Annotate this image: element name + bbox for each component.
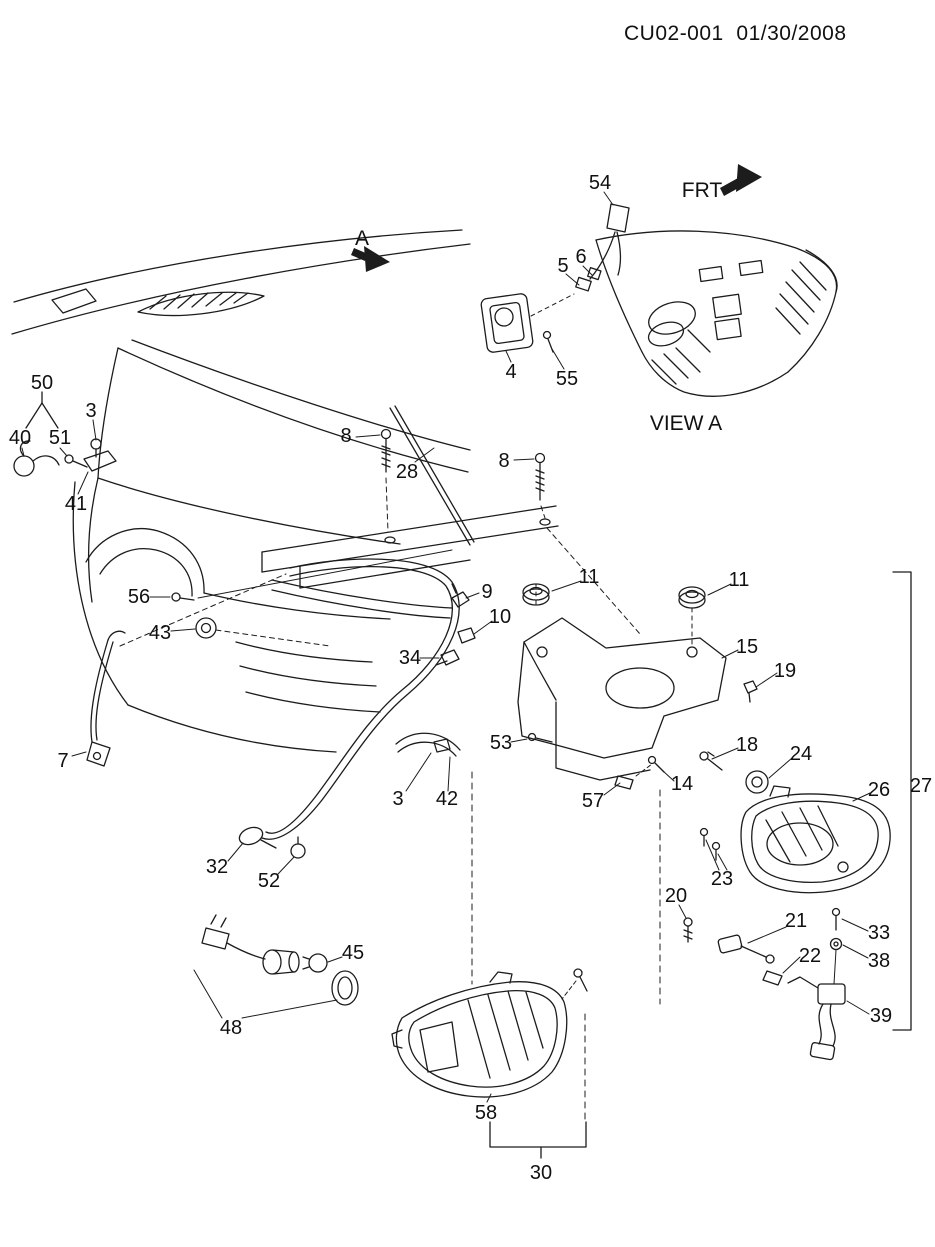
hood-release-cable	[261, 558, 461, 840]
part-callout-30: 30	[529, 1162, 553, 1184]
assembly-guides	[471, 771, 661, 1121]
part-callout-56: 56	[127, 586, 151, 608]
clip-9	[451, 583, 470, 608]
clip-10	[457, 627, 476, 644]
part-callout-8: 8	[340, 425, 352, 447]
clip-19	[743, 680, 758, 703]
bracket-15	[517, 583, 727, 781]
grommet-43	[195, 617, 331, 647]
view-a-label: VIEW A	[649, 412, 723, 435]
harness-39	[787, 949, 846, 1061]
socket-48	[201, 914, 359, 1006]
part-callout-57: 57	[581, 790, 605, 812]
clip-34	[435, 649, 460, 666]
part-callout-51: 51	[48, 427, 72, 449]
nut-11-right	[678, 586, 706, 609]
clip-57	[614, 763, 653, 790]
adjuster-21	[717, 934, 775, 964]
part-callout-45: 45	[341, 942, 365, 964]
bracket-27	[892, 571, 912, 1031]
bolt-8-right	[534, 452, 641, 635]
detail-a-label: A	[354, 227, 370, 250]
part-callout-50: 50	[30, 372, 54, 394]
part-callout-5: 5	[557, 255, 569, 277]
part-callout-58: 58	[474, 1102, 498, 1124]
screws-23	[699, 827, 721, 861]
part-callout-14: 14	[670, 773, 694, 795]
part-callout-3: 3	[392, 788, 404, 810]
grommet-24	[745, 770, 769, 794]
detail-a-arrow-icon	[351, 246, 390, 272]
document-id: CU02-001 01/30/2008	[624, 22, 847, 45]
screw-56	[171, 549, 453, 602]
part-callout-9: 9	[481, 581, 493, 603]
prop-rod-7	[86, 573, 287, 767]
part-callout-55: 55	[555, 368, 579, 390]
part-callout-32: 32	[205, 856, 229, 878]
part-callout-20: 20	[664, 885, 688, 907]
screw-20	[683, 917, 693, 943]
part-callout-43: 43	[148, 622, 172, 644]
part-callout-41: 41	[64, 493, 88, 515]
part-callout-3: 3	[85, 400, 97, 422]
part-callout-7: 7	[57, 750, 69, 772]
part-callout-4: 4	[505, 361, 517, 383]
part-callout-21: 21	[784, 910, 808, 932]
part-callout-15: 15	[735, 636, 759, 658]
part-callout-26: 26	[867, 779, 891, 801]
part-callout-42: 42	[435, 788, 459, 810]
part-callout-8: 8	[498, 450, 510, 472]
bolt-18	[699, 751, 723, 771]
dashboard-sketch	[595, 230, 838, 397]
bracket-30	[489, 1121, 587, 1159]
part-callout-40: 40	[8, 427, 32, 449]
part-callout-52: 52	[257, 870, 281, 892]
part-callout-53: 53	[489, 732, 513, 754]
rod-28	[389, 405, 475, 546]
part-callout-19: 19	[773, 660, 797, 682]
screw-14	[647, 755, 665, 773]
release-handle-32	[238, 826, 277, 849]
switch-4	[480, 293, 575, 353]
screw-33	[831, 907, 841, 931]
part-callout-34: 34	[398, 647, 422, 669]
part-callout-27: 27	[909, 775, 933, 797]
radiator-support-sketch	[261, 505, 559, 619]
grommet-52	[290, 836, 306, 859]
part-callout-54: 54	[588, 172, 612, 194]
part-callout-38: 38	[867, 950, 891, 972]
frt-label: FRT	[681, 179, 723, 202]
bolt-8-left	[380, 428, 392, 533]
part-callout-11: 11	[728, 569, 750, 591]
headlamp-26	[740, 785, 891, 894]
part-callout-23: 23	[710, 868, 734, 890]
part-callout-39: 39	[869, 1005, 893, 1027]
car-body-sketch	[11, 229, 471, 753]
part-callout-10: 10	[488, 606, 512, 628]
part-callout-28: 28	[395, 461, 419, 483]
washer-38	[829, 937, 843, 951]
screw-58	[561, 968, 588, 1000]
part-callout-11: 11	[578, 566, 600, 588]
hood-latch-parts	[13, 391, 117, 477]
bolt-53	[527, 732, 553, 743]
part-callout-33: 33	[867, 922, 891, 944]
clip-22	[762, 970, 783, 986]
frt-arrow-icon	[720, 164, 762, 196]
leader-lines	[21, 191, 871, 1103]
part-callout-18: 18	[735, 734, 759, 756]
part-callout-6: 6	[575, 246, 587, 268]
part-callout-48: 48	[219, 1017, 243, 1039]
part-callout-22: 22	[798, 945, 822, 967]
turnlamp-58	[391, 971, 568, 1098]
part-callout-24: 24	[789, 743, 813, 765]
